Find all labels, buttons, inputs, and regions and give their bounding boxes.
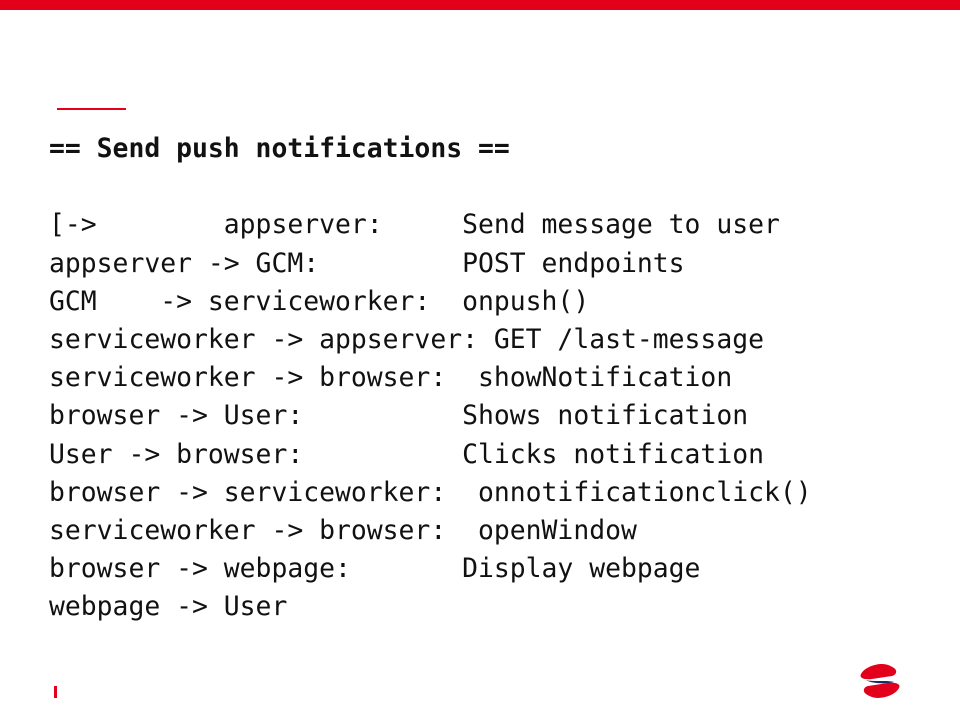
code-line: User -> browser: Clicks notification: [49, 438, 764, 470]
code-line: GCM -> serviceworker: onpush(): [49, 285, 590, 317]
code-line: browser -> webpage: Display webpage: [49, 553, 701, 585]
code-line: browser -> User: Shows notification: [49, 400, 749, 432]
code-line: appserver -> GCM: POST endpoints: [49, 247, 685, 279]
code-line: serviceworker -> browser: showNotificati…: [49, 362, 733, 394]
code-blank-line: [49, 168, 812, 206]
code-line: [-> appserver: Send message to user: [49, 209, 780, 241]
footer-accent-mark: [54, 686, 57, 698]
top-accent-bar: [0, 0, 960, 10]
code-line: serviceworker -> appserver: GET /last-me…: [49, 323, 764, 355]
brand-logo-icon: [860, 664, 900, 698]
sequence-code-block: == Send push notifications == [-> appser…: [49, 130, 812, 626]
code-heading: == Send push notifications ==: [49, 133, 510, 164]
title-accent-line: [57, 108, 126, 110]
code-line: serviceworker -> browser: openWindow: [49, 514, 637, 546]
code-line: browser -> serviceworker: onnotification…: [49, 476, 812, 508]
code-line: webpage -> User: [49, 591, 288, 623]
